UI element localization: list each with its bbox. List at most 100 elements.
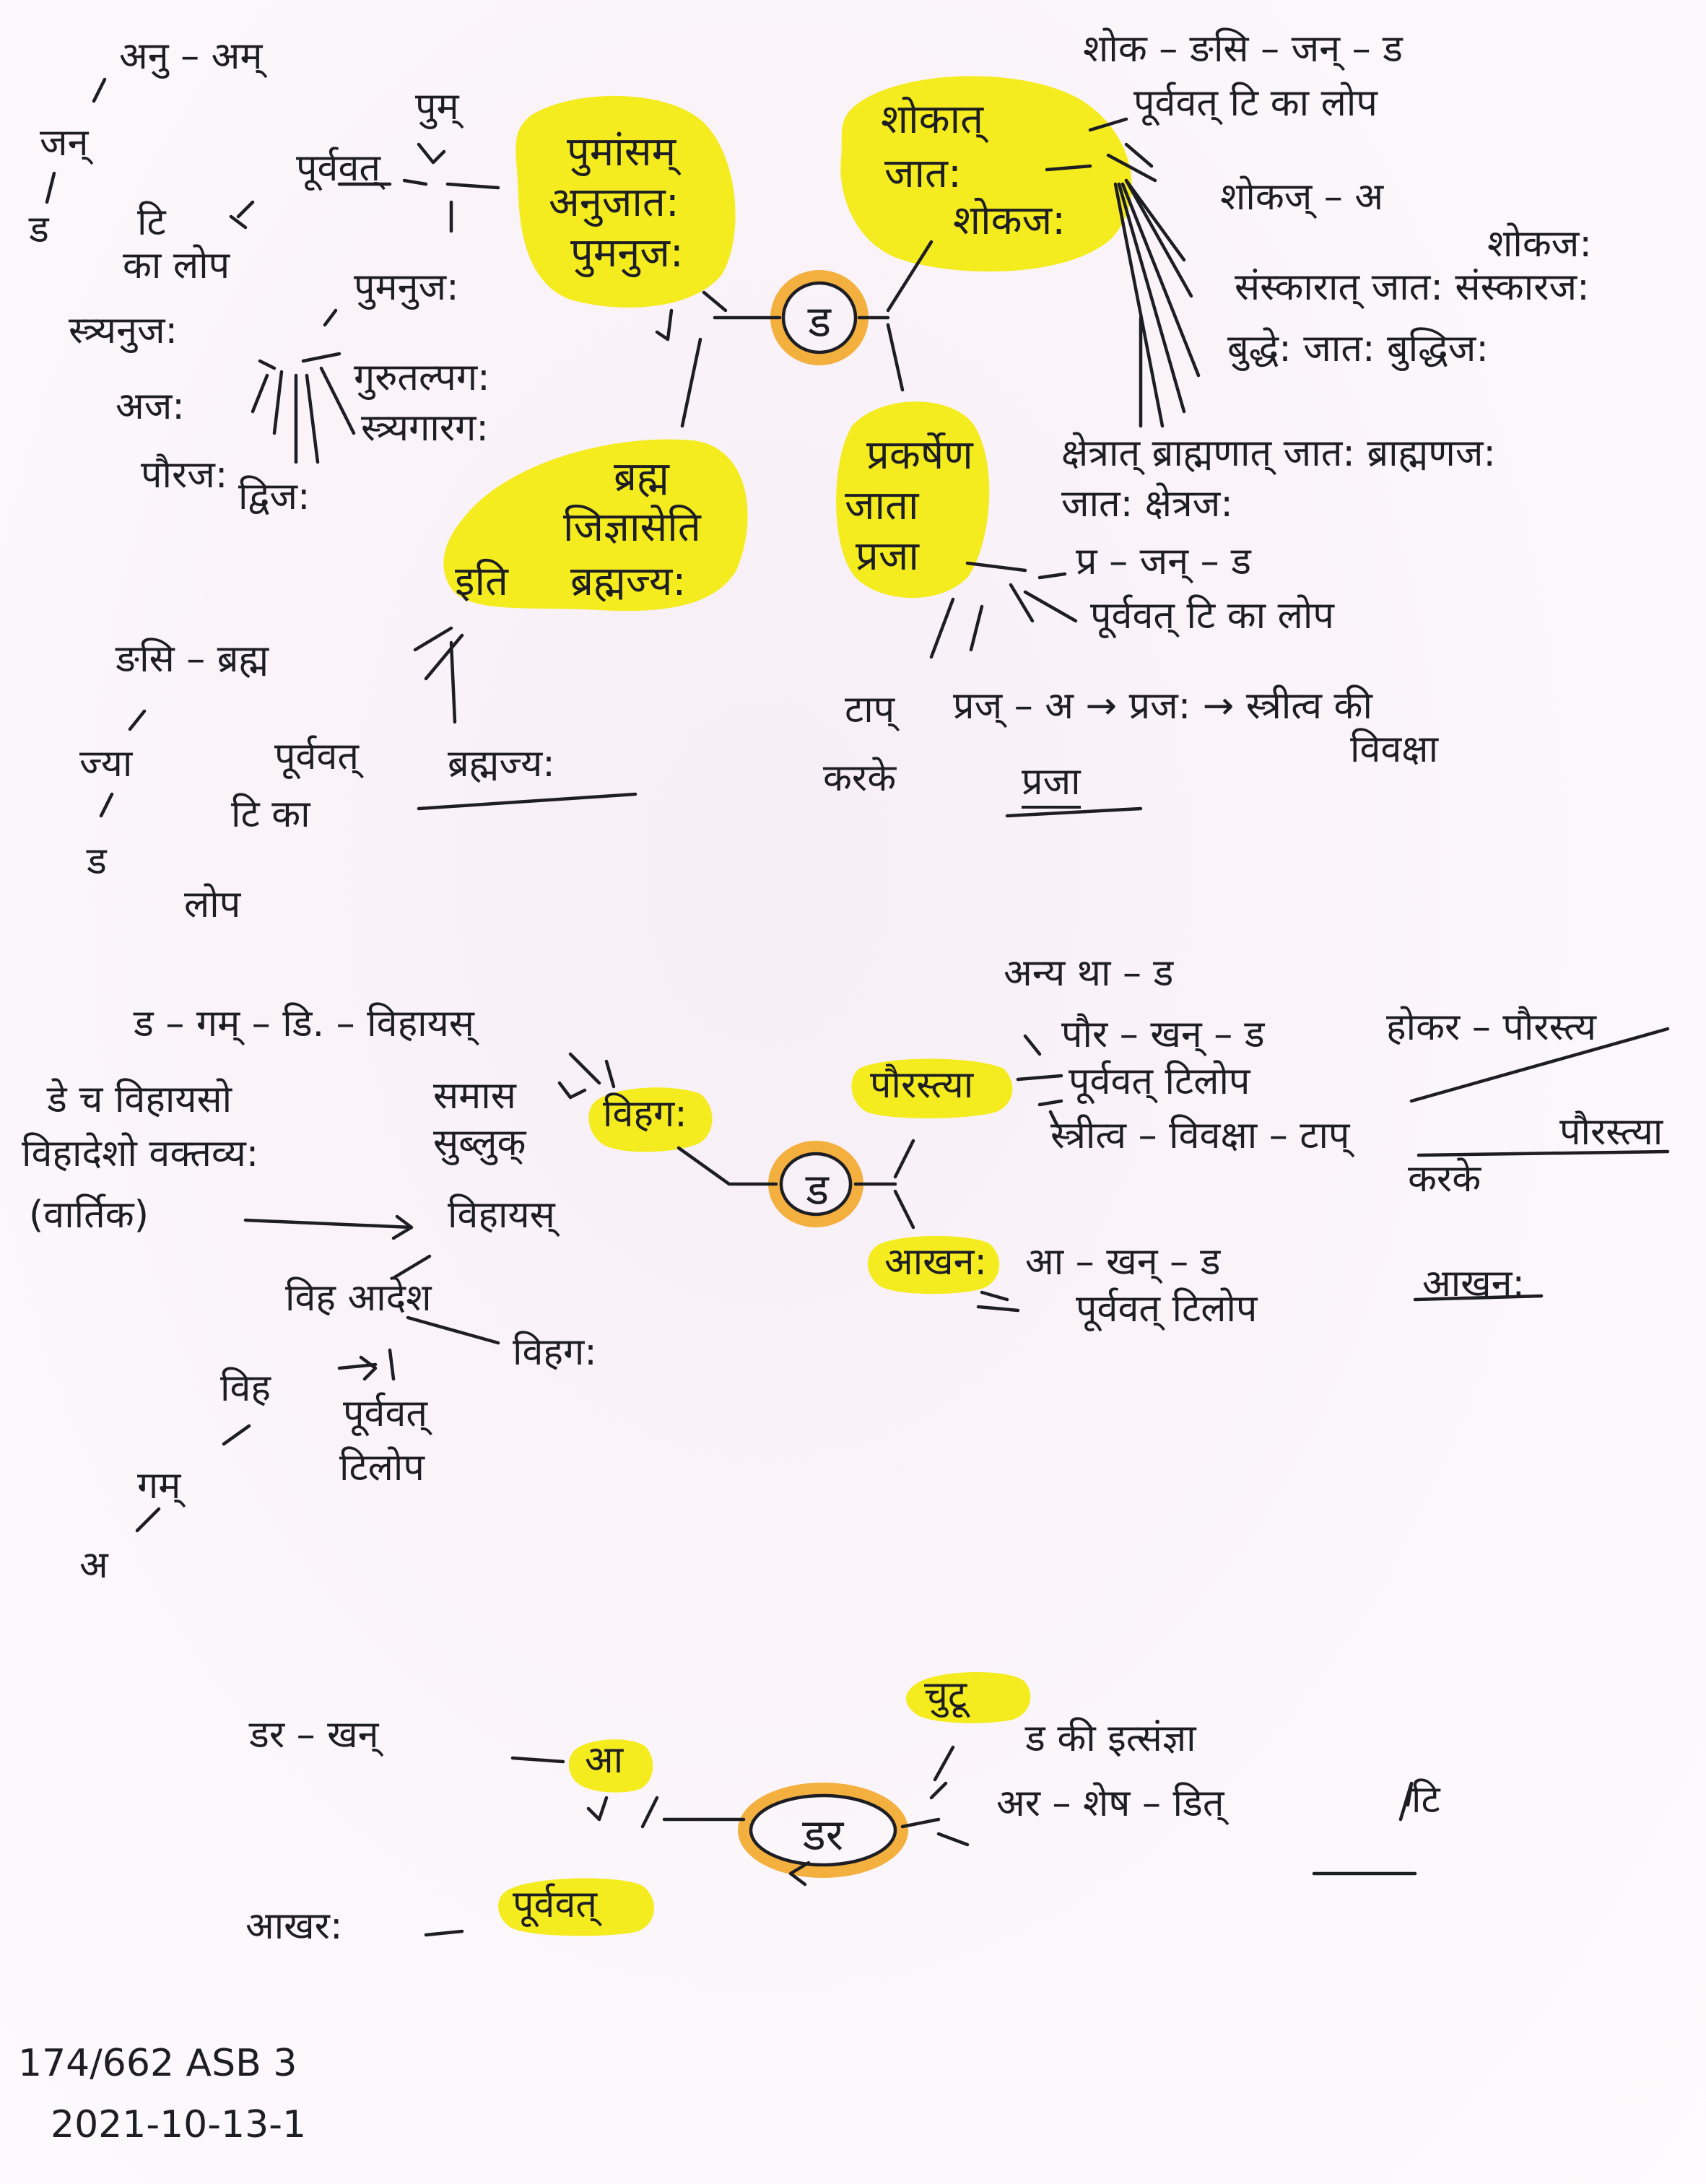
tilop-vih: टिलोप (339, 1446, 425, 1489)
paurastya-result: पौरस्त्या (1559, 1110, 1663, 1154)
anya-row: अन्य था – ड (1004, 952, 1174, 995)
vih-adesh: विह आदेश (285, 1276, 432, 1320)
purvavat-prajan: पूर्ववत् टि का लोप (1090, 594, 1334, 638)
shokat-line-1: शोकात् (881, 96, 984, 143)
dr-khan: डर – खन् (249, 1713, 379, 1757)
chutu-bubble: चुटू (924, 1674, 967, 1717)
footer-date: 2021-10-13-1 (51, 2103, 307, 2146)
line-b: विहादेशो वक्तव्य: (22, 1132, 259, 1175)
tap-label: टाप् (845, 688, 895, 731)
prakarsh-line-3: प्रजा (856, 533, 919, 580)
line-a: डे च विहायसो (47, 1078, 232, 1121)
pumanuj-left: पुमनुज: (354, 266, 459, 309)
brahma-line-2: जिज्ञासेति (563, 504, 701, 551)
prakarsh-line-1: प्रकर्षेण (866, 432, 973, 479)
highlight-paurastya (851, 1058, 1013, 1118)
pum: पुम् (415, 85, 459, 129)
highlight-purvavat (498, 1878, 655, 1936)
gam: गम् (137, 1464, 181, 1508)
guru-talpag: गुरुतल्पग: (354, 356, 490, 399)
highlight-aakhan (868, 1235, 1000, 1295)
paur-row: पौर – खन् – ड (1061, 1013, 1265, 1056)
vih: विह (220, 1367, 271, 1410)
brahma-line-1: ब्रह्म (614, 453, 669, 500)
stritva-row: स्त्रीत्व – विवक्षा – टाप् (1050, 1114, 1350, 1157)
shokaj-a: शोकज् – अ (1220, 175, 1384, 219)
shokaj-result: शोकज: (1487, 222, 1592, 266)
purvavat-vih: पूर्ववत् (343, 1392, 428, 1435)
sanskar: संस्कारात् जात: संस्कारज: (1235, 266, 1590, 309)
stryanuj: स्त्र्यनुज: (69, 309, 178, 352)
ar-shesh: अर – शेष – डित् (996, 1782, 1224, 1825)
purvavat-aa: पूर्ववत् टिलोप (1076, 1287, 1258, 1331)
kshetra: क्षेत्रात् ब्राह्मणात् जात: ब्राह्मणज: (1061, 432, 1496, 475)
pauraj: पौरज: (141, 453, 228, 497)
anu-am: अनु – अम् (119, 35, 263, 78)
aakhar: आखर: (245, 1905, 343, 1948)
prakarsh-line-2: जाता (845, 482, 919, 529)
root-d1: ड (807, 297, 832, 347)
purvavat-brahma: पूर्ववत् (274, 735, 360, 778)
root-dr: डर (802, 1810, 844, 1861)
highlight-pumas (515, 95, 736, 308)
dvij: द्विज: (238, 475, 310, 518)
praj-row: प्रज् – अ → प्रज: → स्त्रीत्व की (953, 684, 1372, 728)
praja-result: प्रजा (1022, 761, 1081, 809)
highlight-chutu (905, 1671, 1031, 1723)
aa-bubble: आ (585, 1739, 624, 1782)
lop: लोप (184, 883, 241, 926)
jan: जन् (40, 121, 89, 165)
vihag-result: विहग: (513, 1331, 597, 1374)
anj: अज: (116, 385, 185, 428)
line-c: (वार्तिक) (29, 1193, 149, 1237)
brahma-line-4: ब्रह्मज्य: (570, 558, 687, 605)
root-d2: ड (805, 1165, 830, 1215)
highlight-shokat (840, 76, 1132, 272)
ring-dr (738, 1783, 908, 1878)
shokat-line-2: जात: (884, 150, 962, 197)
highlight-aa (568, 1739, 653, 1793)
d-left: ड (29, 208, 49, 251)
hokar: होकर – पौरस्त्य (1386, 1006, 1597, 1049)
purvavat-shok: पूर्ववत् टि का लोप (1133, 82, 1378, 125)
ti-ka: टि का (231, 793, 310, 836)
jya: ज्या (79, 742, 133, 786)
aakhan-result: आखन: (1422, 1262, 1526, 1305)
a: अ (79, 1544, 108, 1587)
kshetraj: जात: क्षेत्रज: (1061, 482, 1233, 526)
pumas-line-1: पुमांसम् (567, 129, 676, 175)
vihag-bubble: विहग: (603, 1092, 687, 1136)
highlight-brahma (443, 439, 748, 612)
prajan-row: प्र – जन् – ड (1076, 540, 1251, 583)
row1: ड – गम् – डि. – विहायस् (134, 1002, 474, 1045)
brahmajya-result: ब्रह्मज्य: (448, 742, 555, 786)
ka-lop-label: का लोप (123, 244, 230, 287)
vivaksha-label: विवक्षा (1350, 728, 1439, 771)
aa-khan-row: आ – खन् – ड (1025, 1240, 1221, 1284)
highlight-vihag (588, 1087, 713, 1152)
paurastya-bubble: पौरस्त्या (870, 1063, 974, 1107)
aakhan-bubble: आखन: (884, 1240, 988, 1284)
pumas-line-2: अनुजात: (549, 179, 679, 226)
brahma-line-3: इति (455, 558, 508, 605)
ti-label: टि (137, 201, 166, 244)
shok-row: शोक – ङसि – जन् – ड (1083, 27, 1403, 71)
karke-2: करके (1408, 1157, 1481, 1201)
karke-label: करके (823, 757, 897, 800)
sulluk: सुब्लुक् (433, 1121, 526, 1165)
dasi-brahma: ङसि – ब्रह्म (116, 638, 269, 681)
ti-3: टि (1411, 1778, 1440, 1822)
vihayas: विहायस् (448, 1193, 555, 1237)
purvavat-paur: पूर्ववत् टिलोप (1069, 1060, 1250, 1103)
footer-ref: 174/662 ASB 3 (18, 2042, 297, 2085)
d-bottom: ड (87, 840, 107, 883)
d-ka: ड की इत्संज्ञा (1025, 1717, 1196, 1760)
purvavat-bubble: पूर्ववत् (513, 1883, 598, 1926)
buddhi: बुद्धे: जात: बुद्धिज: (1227, 327, 1489, 370)
stryagarag: स्त्र्यगारग: (361, 406, 489, 450)
shokat-line-3: शोकज: (953, 197, 1066, 244)
purvavat-1: पूर्ववत् (296, 147, 381, 190)
pumas-line-3: पुमनुज: (570, 230, 684, 277)
